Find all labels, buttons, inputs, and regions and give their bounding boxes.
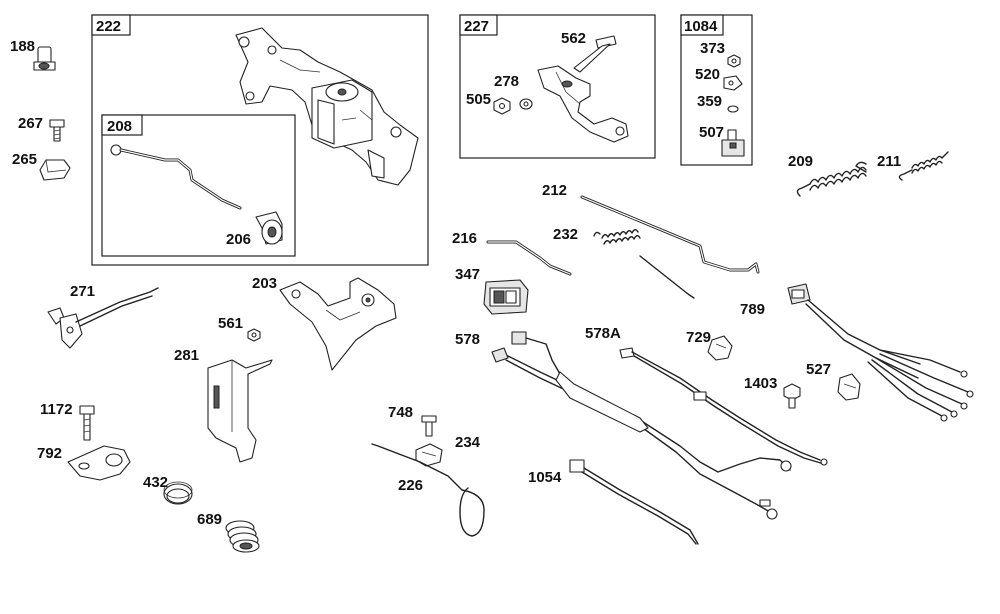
part-232-spring <box>593 229 695 299</box>
label-689: 689 <box>197 511 222 528</box>
part-578a-cable <box>619 347 828 466</box>
part-748-screw <box>421 415 437 437</box>
part-203-bracket <box>279 277 397 371</box>
label-562: 562 <box>561 30 586 47</box>
label-227: 227 <box>464 18 489 35</box>
part-206-bushing <box>255 211 283 245</box>
group-box-208: 208 <box>101 114 296 257</box>
part-359-washer <box>727 105 739 113</box>
label-1403: 1403 <box>744 375 777 392</box>
label-209: 209 <box>788 153 813 170</box>
label-1054: 1054 <box>528 469 562 486</box>
label-203: 203 <box>252 275 277 292</box>
label-578a: 578A <box>585 325 621 342</box>
label-1084: 1084 <box>684 18 718 35</box>
part-792-bracket <box>67 445 131 481</box>
group-box-1084: 1084 <box>680 14 753 166</box>
group-box-227: 227 <box>459 14 656 159</box>
label-188: 188 <box>10 38 35 55</box>
label-208: 208 <box>107 118 132 135</box>
group-box-222: 222 <box>91 14 429 266</box>
part-520-terminal <box>723 75 743 91</box>
label-232: 232 <box>553 226 578 243</box>
label-748: 748 <box>388 404 413 421</box>
part-267-screw <box>49 119 65 142</box>
label-234: 234 <box>455 434 481 451</box>
label-222: 222 <box>96 18 121 35</box>
part-281-bracket <box>207 359 273 463</box>
part-265-clip <box>39 159 71 181</box>
part-505-nut <box>493 97 511 115</box>
part-271-linkage <box>47 287 159 349</box>
part-227-lever <box>537 65 629 143</box>
part-188-bolt <box>33 46 56 71</box>
label-432: 432 <box>143 474 168 491</box>
label-520: 520 <box>695 66 720 83</box>
part-347-switch <box>483 279 529 315</box>
label-278: 278 <box>494 73 519 90</box>
part-222-bracket <box>235 27 419 186</box>
part-562-bolt <box>573 35 617 73</box>
part-1054-cable-tie <box>569 459 699 545</box>
label-347: 347 <box>455 266 480 283</box>
part-216-rod <box>486 240 572 276</box>
part-527-clip <box>837 373 861 401</box>
label-206: 206 <box>226 231 251 248</box>
part-1403-screw <box>783 383 801 409</box>
label-1172: 1172 <box>40 401 73 418</box>
part-789-harness <box>787 283 974 422</box>
label-281: 281 <box>174 347 199 364</box>
label-729: 729 <box>686 329 711 346</box>
part-507-switch <box>721 129 745 157</box>
label-561: 561 <box>218 315 243 332</box>
part-209-spring <box>796 161 867 197</box>
label-507: 507 <box>699 124 724 141</box>
part-432-ring <box>163 481 193 505</box>
label-789: 789 <box>740 301 765 318</box>
part-561-nut <box>247 328 261 342</box>
label-271: 271 <box>70 283 95 300</box>
part-278-washer <box>519 98 533 110</box>
part-226-rod <box>371 443 485 537</box>
label-226: 226 <box>398 477 423 494</box>
label-359: 359 <box>697 93 722 110</box>
part-578-harness <box>491 331 792 520</box>
part-211-spring <box>898 151 949 181</box>
part-212-rod <box>580 195 760 274</box>
label-578: 578 <box>455 331 480 348</box>
label-265: 265 <box>12 151 37 168</box>
part-1172-screw <box>79 405 95 441</box>
label-792: 792 <box>37 445 62 462</box>
label-216: 216 <box>452 230 477 247</box>
label-527: 527 <box>806 361 831 378</box>
part-689-spring <box>225 520 260 553</box>
label-267: 267 <box>18 115 43 132</box>
label-505: 505 <box>466 91 491 108</box>
label-211: 211 <box>877 153 901 170</box>
label-212: 212 <box>542 182 567 199</box>
label-373: 373 <box>700 40 725 57</box>
part-729-clip <box>707 335 733 361</box>
part-208-rod <box>110 144 242 210</box>
part-373-nut <box>727 54 741 68</box>
